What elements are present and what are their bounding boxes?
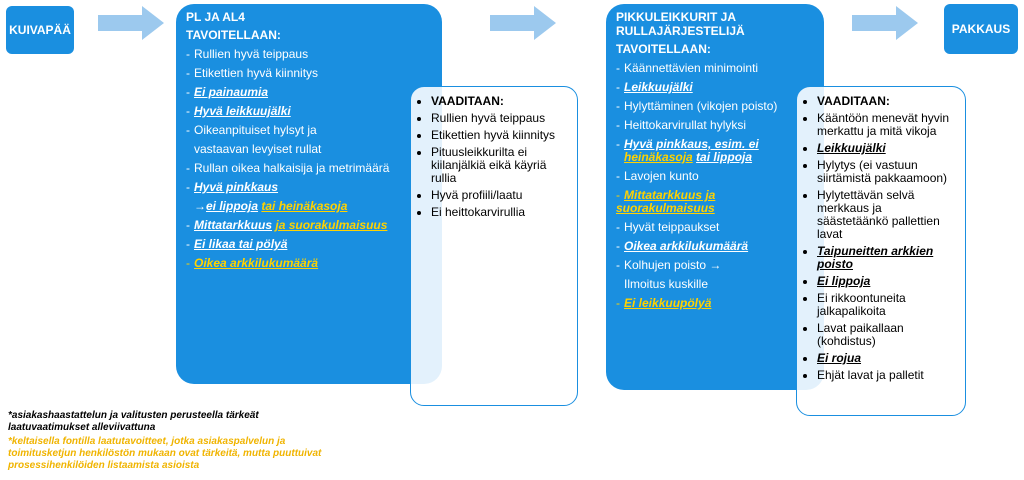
box2-item: -Hyvät teippaukset — [616, 220, 720, 234]
box1-item: -Oikea arkkilukumäärä — [186, 256, 319, 270]
box1-item: →ei lippoja tai heinäkasoja — [194, 199, 348, 213]
requirements-box-1: VAADITAAN: Rullien hyvä teippaus Etikett… — [410, 86, 578, 406]
footnote-underline: *asiakashaastattelun ja valitusten perus… — [8, 410, 259, 433]
box2-item: -Leikkuujälki — [616, 80, 693, 94]
req2-item: Hylytys (ei vastuun siirtämistä pakkaamo… — [817, 159, 955, 185]
req2-list: VAADITAAN: Kääntöön menevät hyvin merkat… — [805, 95, 955, 382]
stage-pakkaus-label: PAKKAUS — [951, 22, 1011, 36]
req2-head: VAADITAAN: — [817, 95, 955, 108]
req1-list: VAADITAAN: Rullien hyvä teippaus Etikett… — [419, 95, 567, 219]
box2-item: -Mittatarkkuus ja suorakulmaisuus — [616, 188, 716, 215]
requirements-box-2: VAADITAAN: Kääntöön menevät hyvin merkat… — [796, 86, 966, 416]
box1-item: -Rullien hyvä teippaus — [186, 47, 309, 61]
box1-list: -Rullien hyvä teippaus -Etikettien hyvä … — [186, 48, 432, 270]
box2-item: -Käännettävien minimointi — [616, 61, 759, 75]
box1-title: PL JA AL4 — [186, 10, 245, 24]
box2-item: -Heittokarvirullat hylyksi — [616, 118, 747, 132]
box1-item: -Ei painaumia — [186, 85, 269, 99]
req2-item: Ei lippoja — [817, 275, 955, 288]
stage-pl-al4-box: PL JA AL4 TAVOITELLAAN: -Rullien hyvä te… — [176, 4, 442, 384]
stage-kuivapaa: KUIVAPÄÄ — [6, 6, 74, 54]
req2-item: Ei rojua — [817, 352, 955, 365]
req2-item: Hylytettävän selvä merkkaus ja säästetää… — [817, 189, 955, 241]
box1-item: -Oikeanpituiset hylsyt ja — [186, 123, 317, 137]
box1-item: -Etikettien hyvä kiinnitys — [186, 66, 319, 80]
box2-title: PIKKULEIKKURIT JA RULLAJÄRJESTELIJÄ — [616, 10, 745, 38]
box1-item: -Ei likaa tai pölyä — [186, 237, 288, 251]
stage-kuivapaa-label: KUIVAPÄÄ — [9, 23, 71, 37]
box2-item: -Hylyttäminen (vikojen poisto) — [616, 99, 778, 113]
box2-item: -Hyvä pinkkaus, esim. ei heinäkasoja tai… — [616, 137, 759, 164]
req1-item: Hyvä profiili/laatu — [431, 189, 567, 202]
footnote-yellow: *keltaisella fontilla laatutavoitteet, j… — [8, 436, 322, 471]
box2-item: -Kolhujen poisto → — [616, 258, 722, 272]
arrow-2 — [490, 6, 556, 40]
box2-item: -Ei leikkuupölyä — [616, 296, 712, 310]
req2-item: Kääntöön menevät hyvin merkattu ja mitä … — [817, 112, 955, 138]
box2-item: Ilmoitus kuskille — [624, 277, 709, 291]
req2-item: Ei rikkoontuneita jalkapalikoita — [817, 292, 955, 318]
box1-item: -Hyvä pinkkaus — [186, 180, 279, 194]
arrow-1 — [98, 6, 164, 40]
stage-pakkaus: PAKKAUS — [944, 4, 1018, 54]
box2-item: -Oikea arkkilukumäärä — [616, 239, 749, 253]
req1-item: Etikettien hyvä kiinnitys — [431, 129, 567, 142]
arrow-3 — [852, 6, 918, 40]
req1-item: Ei heittokarvirullia — [431, 206, 567, 219]
req2-item: Lavat paikallaan (kohdistus) — [817, 322, 955, 348]
box2-subtitle: TAVOITELLAAN: — [616, 42, 711, 56]
box1-item: vastaavan levyiset rullat — [194, 142, 322, 156]
box1-item: -Mittatarkkuus ja suorakulmaisuus — [186, 218, 388, 232]
arrow-right-icon: → — [194, 199, 206, 213]
box1-item: -Hyvä leikkuujälki — [186, 104, 291, 118]
req1-item: Rullien hyvä teippaus — [431, 112, 567, 125]
box1-item: -Rullan oikea halkaisija ja metrimäärä — [186, 161, 390, 175]
req2-item: Leikkuujälki — [817, 142, 955, 155]
req1-head: VAADITAAN: — [431, 95, 567, 108]
req2-item: Taipuneitten arkkien poisto — [817, 245, 955, 271]
box2-list: -Käännettävien minimointi -Leikkuujälki … — [616, 62, 814, 310]
req2-item: Ehjät lavat ja palletit — [817, 369, 955, 382]
stage-pikkuleikkurit-box: PIKKULEIKKURIT JA RULLAJÄRJESTELIJÄ TAVO… — [606, 4, 824, 390]
box1-subtitle: TAVOITELLAAN: — [186, 28, 281, 42]
box2-item: -Lavojen kunto — [616, 169, 699, 183]
req1-item: Pituusleikkurilta ei kiilanjälkiä eikä k… — [431, 146, 567, 185]
